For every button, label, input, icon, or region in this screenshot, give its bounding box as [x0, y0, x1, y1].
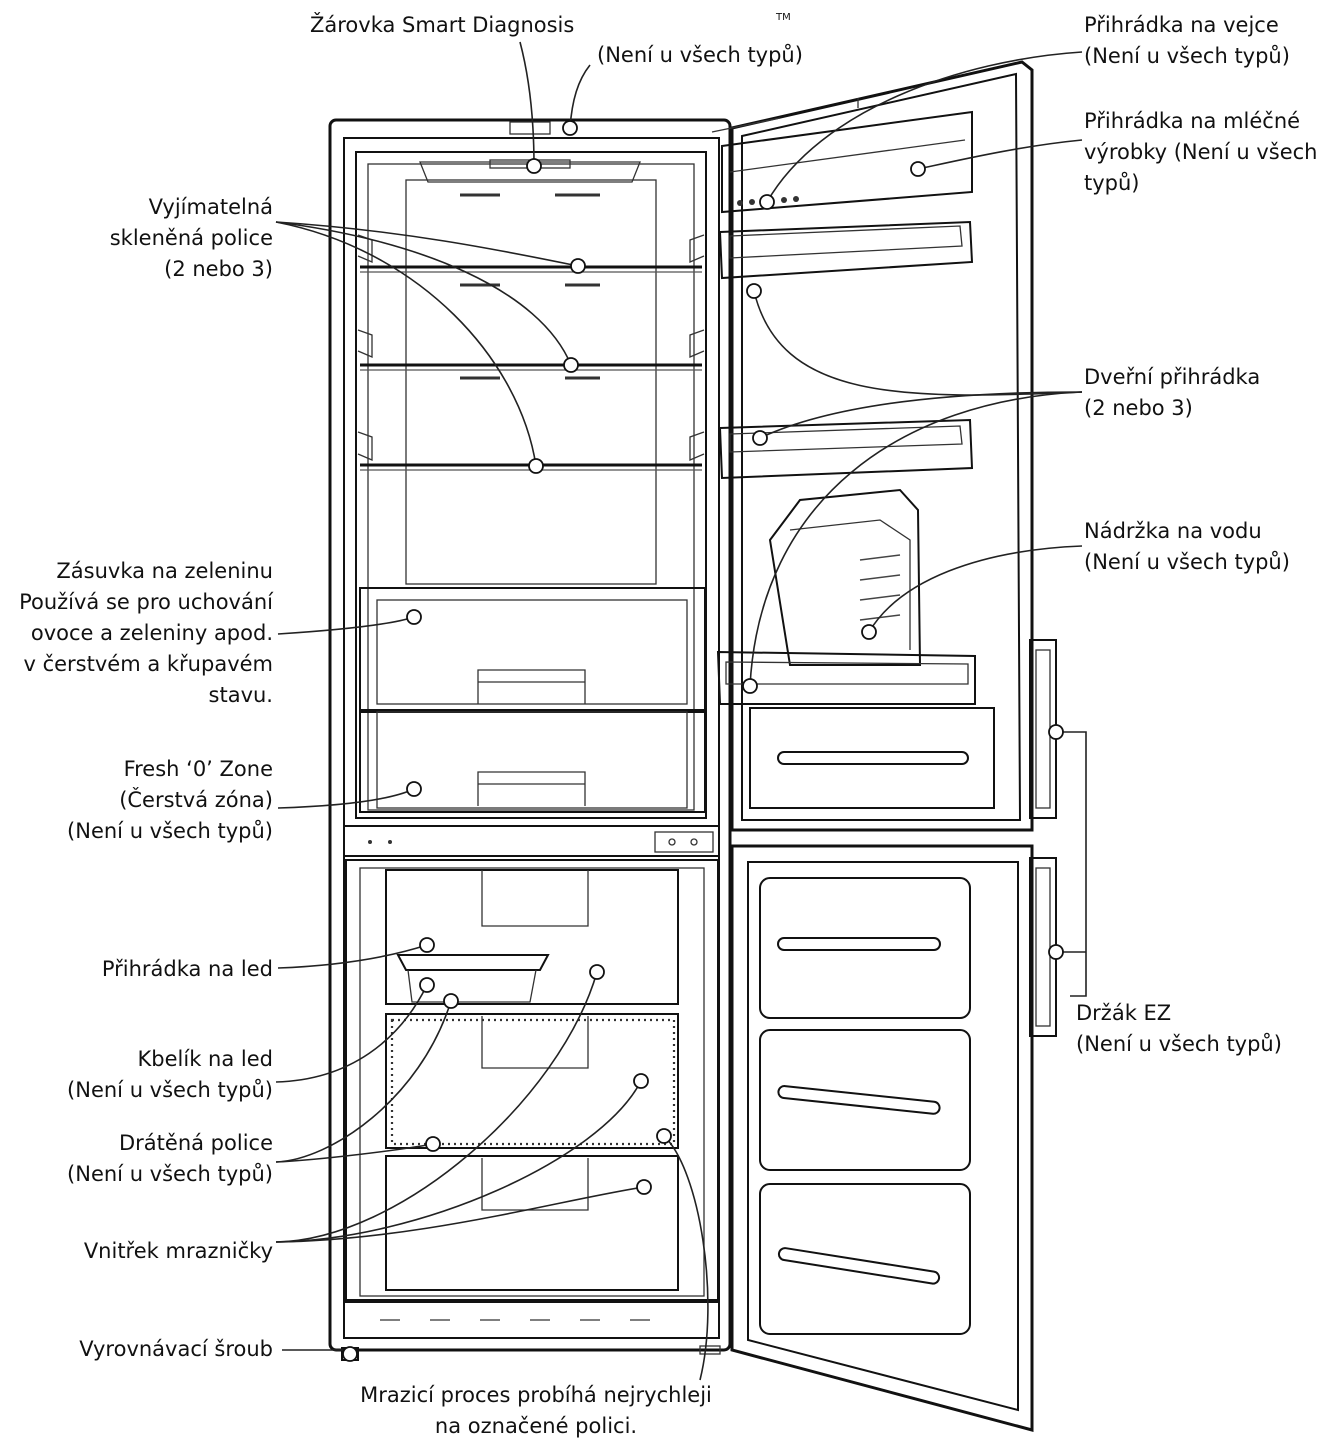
label-ez-handle: Držák EZ (Není u všech typů): [1076, 998, 1282, 1060]
label-door-bin: Dveřní přihrádka (2 nebo 3): [1084, 362, 1260, 424]
label-wire-shelf: Drátěná police (Není u všech typů): [67, 1128, 273, 1190]
upper-door: [712, 62, 1056, 830]
label-egg-tray: Přihrádka na vejce (Není u všech typů): [1084, 10, 1290, 72]
label-vegetable-drawer: Zásuvka na zeleninu Používá se pro uchov…: [19, 556, 273, 711]
label-water-tank: Nádržka na vodu (Není u všech typů): [1084, 516, 1290, 578]
label-freezing-note: Mrazicí proces probíhá nejrychleji na oz…: [336, 1380, 736, 1442]
label-lamp-note: (Není u všech typů): [597, 40, 803, 71]
trademark-mark: TM: [776, 12, 791, 23]
label-fresh-zone: Fresh ‘0’ Zone (Čerstvá zóna) (Není u vš…: [67, 754, 273, 847]
label-smart-diagnosis-lamp: Žárovka Smart Diagnosis: [310, 10, 574, 41]
label-leveling-screw: Vyrovnávací šroub: [79, 1334, 273, 1365]
callout-dots: [343, 121, 1063, 1361]
label-freezer-interior: Vnitřek mrazničky: [84, 1236, 273, 1267]
label-ice-bin: Kbelík na led (Není u všech typů): [67, 1044, 273, 1106]
lower-door: [732, 846, 1056, 1430]
label-glass-shelf: Vyjímatelná skleněná police (2 nebo 3): [110, 192, 273, 285]
label-ice-tray: Přihrádka na led: [102, 954, 273, 985]
label-dairy-compartment: Přihrádka na mléčné výrobky (Není u všec…: [1084, 106, 1318, 199]
